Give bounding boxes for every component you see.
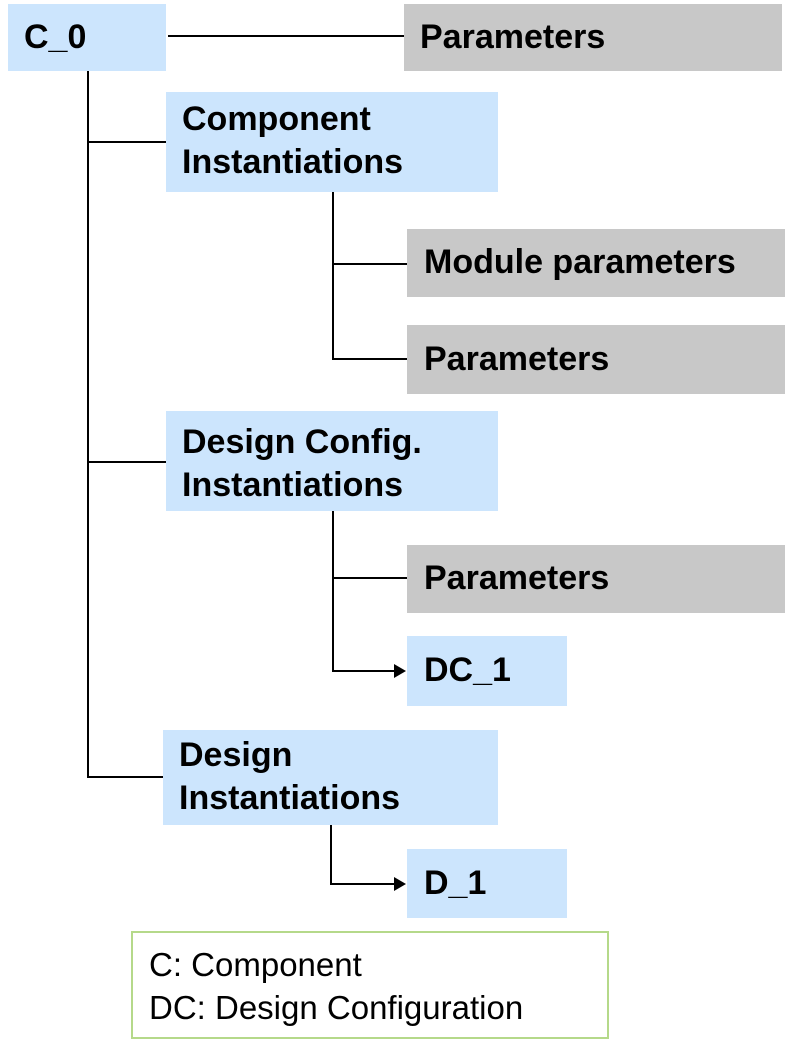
legend-line-component: C: Component (149, 946, 362, 983)
parameters-component-label: Parameters (424, 340, 610, 378)
arrowhead-dc1-icon (394, 664, 406, 678)
module-parameters-node: Module parameters (407, 229, 785, 297)
arrowhead-d1-icon (394, 877, 406, 891)
connector-design-inst-trunk (330, 825, 332, 885)
legend-box: C: Component DC: Design Configuration (131, 931, 609, 1039)
d1-label: D_1 (424, 864, 487, 902)
connector-c0-trunk (87, 71, 89, 778)
parameters-design-config-label: Parameters (424, 559, 610, 597)
component-instantiations-label-line1: Component (182, 100, 371, 138)
design-config-instantiations-node: Design Config. Instantiations (166, 411, 498, 511)
dc1-label: DC_1 (424, 651, 511, 689)
design-instantiations-node: Design Instantiations (163, 730, 498, 825)
component-c0-label: C_0 (24, 18, 87, 56)
parameters-design-config-node: Parameters (407, 545, 785, 613)
parameters-component-node: Parameters (407, 325, 785, 394)
design-instantiations-label-line1: Design (179, 736, 293, 774)
connector-trunk-to-component-inst (87, 141, 166, 143)
connector-to-dc1 (332, 670, 394, 672)
connector-trunk-to-design-config-inst (87, 461, 166, 463)
connector-component-inst-trunk (332, 192, 334, 360)
legend-line-design-configuration: DC: Design Configuration (149, 989, 524, 1026)
module-parameters-label: Module parameters (424, 243, 736, 281)
dc1-node: DC_1 (407, 636, 567, 706)
connector-trunk-to-design-inst (87, 776, 163, 778)
parameters-top-node: Parameters (404, 4, 782, 71)
design-instantiations-label-line2: Instantiations (179, 779, 401, 817)
connector-to-parameters-design-config (332, 577, 407, 579)
d1-node: D_1 (407, 849, 567, 918)
design-config-instantiations-label-line2: Instantiations (182, 466, 404, 504)
component-c0-node: C_0 (8, 4, 166, 71)
connector-to-d1 (330, 883, 394, 885)
connector-design-config-inst-trunk (332, 511, 334, 672)
parameters-top-label: Parameters (420, 18, 606, 56)
connector-to-parameters-component (332, 358, 407, 360)
connector-to-module-parameters (332, 263, 407, 265)
component-instantiations-node: Component Instantiations (166, 92, 498, 192)
connector-c0-to-parameters (168, 35, 404, 37)
design-config-instantiations-label-line1: Design Config. (182, 423, 422, 461)
component-instantiations-label-line2: Instantiations (182, 143, 404, 181)
